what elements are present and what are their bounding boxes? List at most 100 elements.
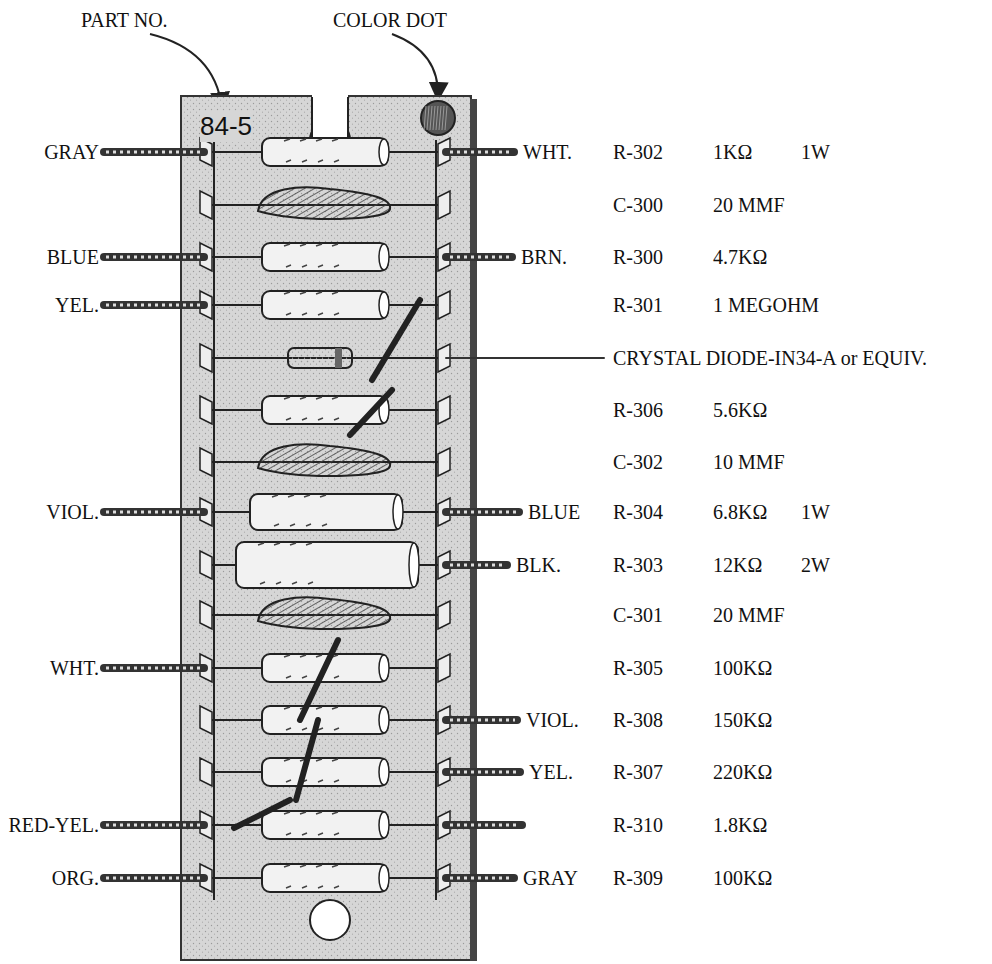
resistor-body [262,758,388,786]
pointer-label: COLOR DOT [332,9,448,31]
color-band [304,495,311,526]
component-value: 220KΩ [712,761,773,783]
color-band [288,495,295,526]
component-value: R-310 [612,814,664,836]
component-value: R-301 [612,294,664,316]
lead-wire [446,716,517,724]
component-value: R-307 [612,761,664,783]
component-value: 6.8KΩ [712,501,768,523]
stroke [106,304,202,307]
stroke [106,667,202,670]
terminal-lug [438,448,450,476]
lead-wire [104,301,204,309]
color-band [316,397,323,420]
component-value: 2W [800,554,831,576]
color-band [332,397,339,420]
stroke [430,106,432,130]
component-value: 1W [800,501,831,523]
stroke [106,877,202,880]
color-band [284,655,291,678]
stroke [450,151,512,154]
stroke [450,719,515,722]
wire-color: GRAY [43,141,100,163]
resistor-body [236,542,418,588]
terminal-lug [200,706,212,734]
stroke [379,139,389,165]
color-band [316,865,323,888]
color-band [300,244,307,267]
jumper-wire [296,720,318,800]
color-band [272,495,279,526]
wire-color: VIOL. [525,709,580,731]
board-texture [182,97,470,959]
board-edge [470,99,477,961]
stroke [106,824,202,827]
wire-color: VIOL. [45,501,100,523]
resistor-body [262,811,388,839]
wire-color: BRN. [520,246,568,268]
color-band [290,543,297,584]
color-band [284,244,291,267]
lead-wire [104,874,204,882]
terminal-lug [438,396,450,424]
pointer-label: PART NO. [80,9,169,31]
color-band [332,707,339,730]
color-band [300,139,307,162]
component-value: 100KΩ [712,867,773,889]
component-value: CRYSTAL DIODE-IN34-A or EQUIV. [612,347,928,369]
stroke [106,151,202,154]
stroke [311,97,313,140]
component-value: R-303 [612,554,664,576]
component-value: 1KΩ [712,141,753,163]
wire-color: YEL. [528,761,574,783]
stroke [450,824,520,827]
stroke [379,655,389,681]
color-band [284,759,291,782]
hole-slot [312,95,348,139]
color-band [258,543,265,584]
lead-wire [446,768,520,776]
component-value: C-302 [612,451,664,473]
color-band [332,139,339,162]
component-value: R-309 [612,867,664,889]
lead-wire [446,508,519,516]
stroke [450,256,510,259]
jumper-wire [350,390,392,435]
capacitor-body [258,597,390,629]
component-value: R-300 [612,246,664,268]
diode-band [335,348,342,368]
lead-wire [104,253,204,261]
terminal-lug [200,191,212,219]
wire-color: RED-YEL. [7,814,100,836]
stroke [106,256,202,259]
color-band [316,244,323,267]
color-band [300,397,307,420]
color-band [300,655,307,678]
color-band [320,495,327,526]
terminal-lug [200,396,212,424]
lead-wire [104,821,204,829]
stroke [424,106,426,130]
lead-wire [104,508,204,516]
stroke [379,244,389,270]
color-band [332,865,339,888]
wire-color: GRAY [522,867,579,889]
terminal-lug [200,601,212,629]
color-band [284,707,291,730]
stroke [442,106,444,130]
component-value: 1.8KΩ [712,814,768,836]
stroke [409,543,419,587]
terminal-lug [438,601,450,629]
stroke [427,106,429,130]
lead-wire [104,664,204,672]
terminal-lug [200,344,212,372]
lead-wire [446,148,514,156]
capacitor-body [258,444,390,476]
resistor-body [262,291,388,319]
terminal-strip [435,140,437,900]
color-band [274,543,281,584]
stroke [379,865,389,891]
color-band [284,292,291,315]
lead-wire [446,253,512,261]
